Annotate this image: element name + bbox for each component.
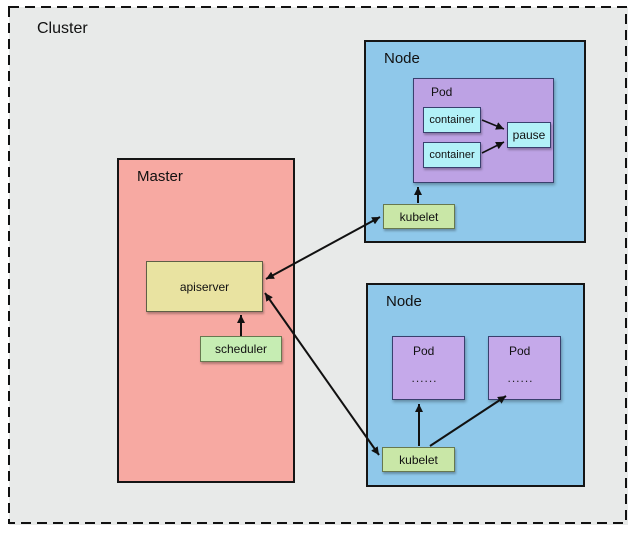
pod-bottom-left-label: Pod [413,344,435,358]
container-box-1: container [423,107,481,133]
pod-bottom-right-dots: ...... [507,371,534,385]
kubelet-top-box: kubelet [383,204,455,229]
kubelet-bottom-box: kubelet [382,447,455,472]
apiserver-box: apiserver [146,261,263,312]
scheduler-box: scheduler [200,336,282,362]
container-box-2: container [423,142,481,168]
pod-bottom-right-box: Pod ...... [488,336,561,400]
node-top-label: Node [384,50,420,67]
node-bottom-label: Node [386,293,422,310]
pod-bottom-left-dots: ...... [411,371,438,385]
cluster-label: Cluster [37,20,88,37]
pause-box: pause [507,122,551,148]
master-label: Master [137,168,183,185]
pod-bottom-left-box: Pod ...... [392,336,465,400]
pod-bottom-right-label: Pod [509,344,531,358]
master-box: Master [117,158,295,483]
pod-top-label: Pod [431,85,453,99]
